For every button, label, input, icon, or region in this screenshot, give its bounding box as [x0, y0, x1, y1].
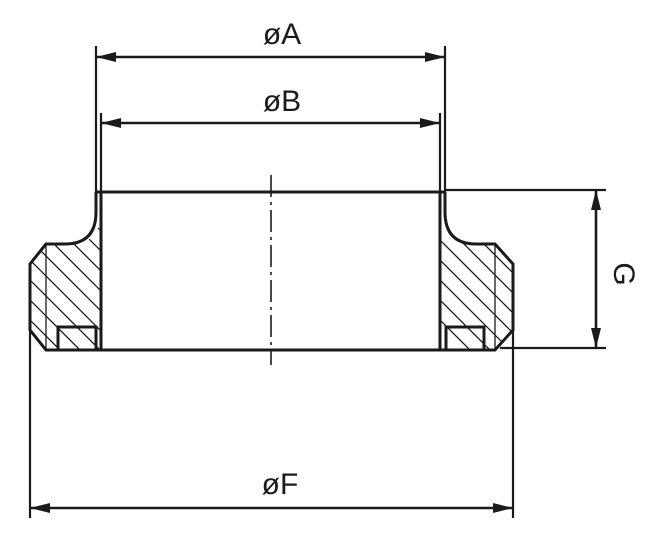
dimension-a-label: øA [263, 18, 301, 51]
hatch-right [440, 192, 513, 350]
dimension-b-label: øB [263, 85, 301, 118]
hatch-left [30, 192, 101, 350]
dimension-f-label: øF [262, 468, 299, 501]
dimension-a: øA [94, 18, 447, 192]
dimension-b: øB [99, 85, 442, 192]
dimension-g-label: G [607, 262, 640, 285]
dimension-f: øF [28, 330, 515, 518]
dimension-g: G [445, 188, 640, 350]
